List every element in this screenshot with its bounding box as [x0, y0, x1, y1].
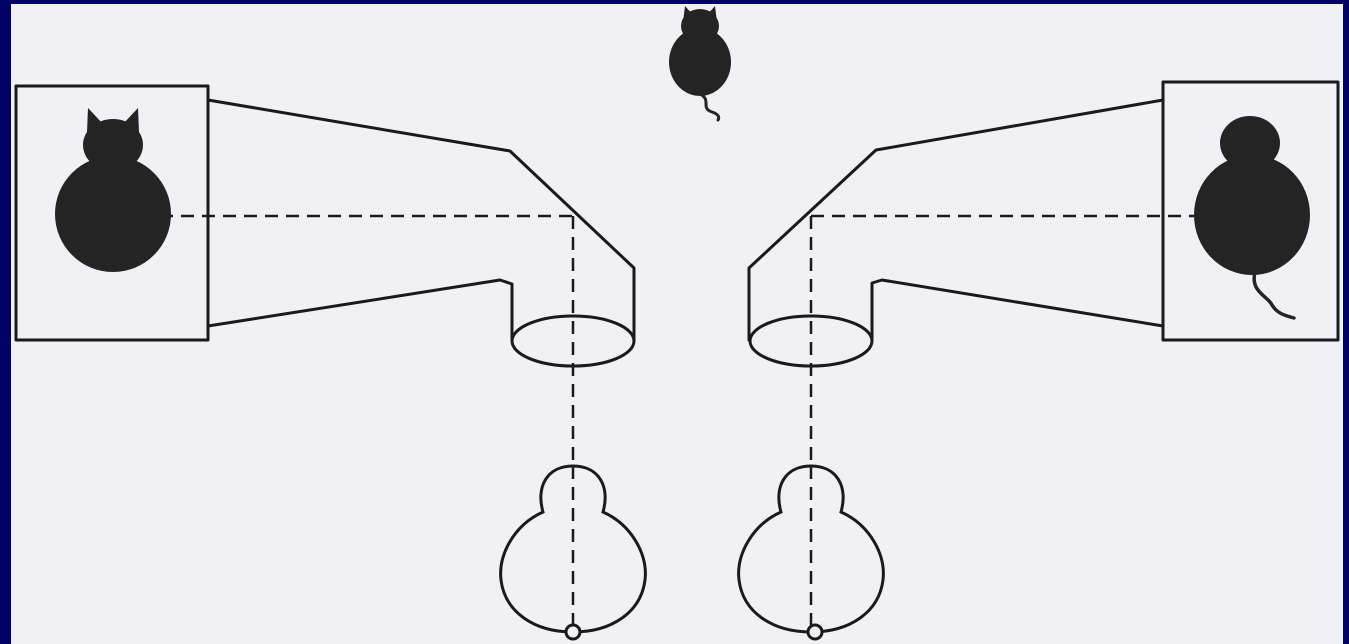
right-tube-bottom	[870, 278, 1165, 342]
right-picture-frame	[1161, 80, 1340, 342]
left-tube-top	[206, 98, 636, 342]
cat-top-view	[669, 6, 731, 122]
right-cat-image	[1194, 116, 1310, 320]
left-pupil	[564, 623, 582, 641]
right-tube-top	[747, 98, 1165, 342]
right-eye	[737, 464, 885, 641]
left-picture-frame	[14, 84, 210, 342]
left-viewer	[14, 84, 647, 641]
left-eye	[499, 464, 647, 641]
left-cat-image	[55, 108, 171, 272]
right-pupil	[806, 623, 824, 641]
right-viewer	[737, 80, 1340, 641]
diagram-panel	[11, 4, 1343, 644]
left-tube-bottom	[206, 278, 514, 342]
